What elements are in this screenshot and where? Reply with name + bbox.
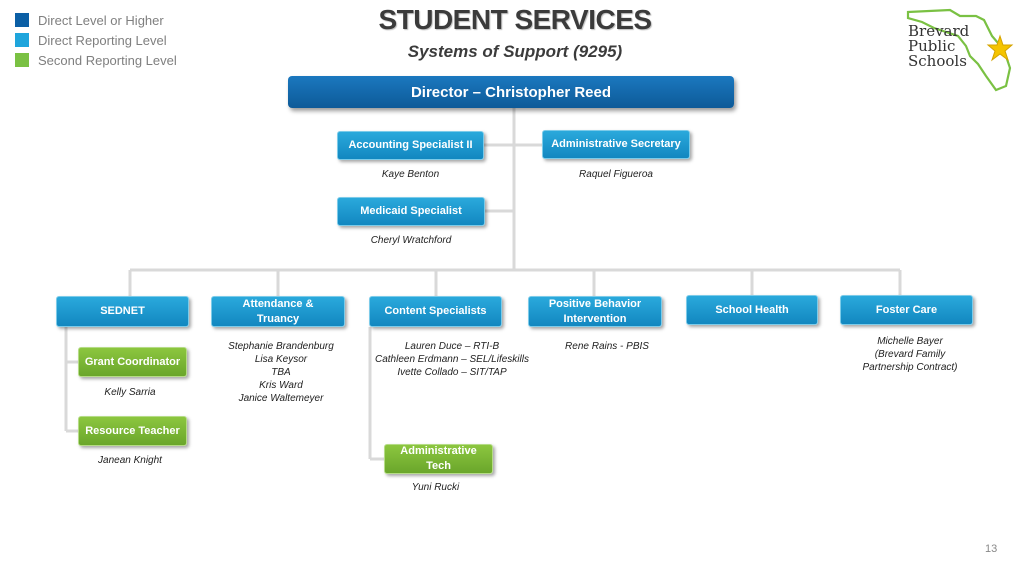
staff-name: Ivette Collado – SIT/TAP xyxy=(397,367,507,378)
administrative-tech-box: Administrative Tech xyxy=(384,444,493,474)
staff-name: Stephanie Brandenburg xyxy=(228,341,334,352)
florida-star-logo-icon xyxy=(906,8,1014,92)
legend-label: Direct Reporting Level xyxy=(38,32,167,48)
page-subtitle: Systems of Support (9295) xyxy=(407,42,623,61)
staff-name: Cathleen Erdmann – SEL/Lifeskills xyxy=(375,354,529,365)
staff-name: Yuni Rucki xyxy=(411,482,460,493)
legend-item: Direct Reporting Level xyxy=(15,30,177,50)
staff-name: Lauren Duce – RTI-B xyxy=(404,341,500,352)
staff-name: Michelle Bayer xyxy=(877,336,943,347)
director-box: Director – Christopher Reed xyxy=(288,76,734,108)
legend-swatch-light-blue xyxy=(15,33,29,47)
accounting-specialist-box: Accounting Specialist II xyxy=(337,131,484,160)
staff-name: Kelly Sarria xyxy=(104,387,156,398)
staff-name: Lisa Keysor xyxy=(254,354,308,365)
logo-line: Public xyxy=(908,37,956,55)
staff-name: Kaye Benton xyxy=(381,169,440,180)
page-number: 13 xyxy=(985,543,998,555)
content-specialists-box: Content Specialists xyxy=(369,296,502,327)
positive-behavior-intervention-box: Positive Behavior Intervention xyxy=(528,296,662,327)
legend-item: Direct Level or Higher xyxy=(15,10,177,30)
staff-name: Janean Knight xyxy=(98,455,162,466)
legend-swatch-green xyxy=(15,53,29,67)
staff-name: Raquel Figueroa xyxy=(579,169,653,180)
staff-name: Kris Ward xyxy=(259,380,303,391)
logo-line: Brevard xyxy=(908,22,970,40)
grant-coordinator-box: Grant Coordinator xyxy=(78,347,187,377)
administrative-secretary-box: Administrative Secretary xyxy=(542,130,690,159)
staff-name: TBA xyxy=(271,367,291,378)
staff-names: Michelle Bayer (Brevard Family Partnersh… xyxy=(840,335,980,374)
legend-item: Second Reporting Level xyxy=(15,50,177,70)
sednet-box: SEDNET xyxy=(56,296,189,327)
legend-label: Second Reporting Level xyxy=(38,52,177,68)
staff-name: Janice Waltemeyer xyxy=(238,393,324,404)
staff-name: Cheryl Wratchford xyxy=(370,235,452,246)
legend: Direct Level or Higher Direct Reporting … xyxy=(15,10,177,70)
medicaid-specialist-box: Medicaid Specialist xyxy=(337,197,485,226)
logo-text: Brevard Public Schools xyxy=(908,24,969,69)
resource-teacher-box: Resource Teacher xyxy=(78,416,187,446)
staff-note: Partnership Contract) xyxy=(862,362,958,373)
staff-names: Lauren Duce – RTI-B Cathleen Erdmann – S… xyxy=(362,340,542,379)
legend-swatch-dark-blue xyxy=(15,13,29,27)
logo-line: Schools xyxy=(908,52,967,70)
brevard-public-schools-logo: Brevard Public Schools xyxy=(900,6,1018,92)
staff-names: Stephanie Brandenburg Lisa Keysor TBA Kr… xyxy=(206,340,356,405)
school-health-box: School Health xyxy=(686,295,818,325)
attendance-truancy-box: Attendance & Truancy xyxy=(211,296,345,327)
staff-name: Rene Rains - PBIS xyxy=(565,341,649,352)
staff-note: (Brevard Family xyxy=(874,349,946,360)
page-title: STUDENT SERVICES xyxy=(378,4,652,35)
foster-care-box: Foster Care xyxy=(840,295,973,325)
legend-label: Direct Level or Higher xyxy=(38,12,164,28)
